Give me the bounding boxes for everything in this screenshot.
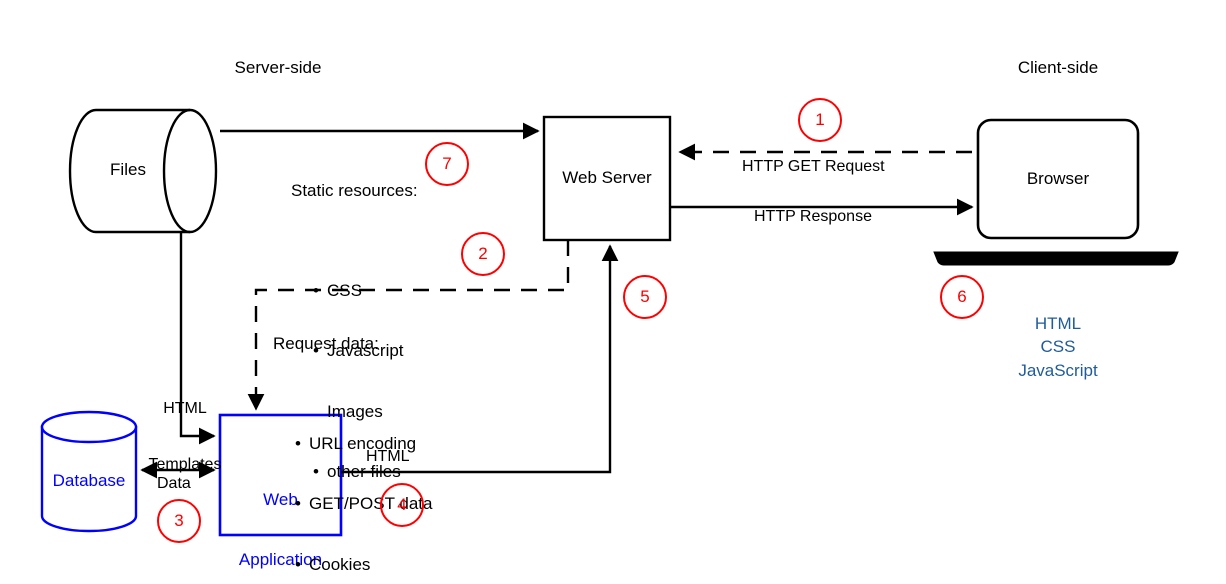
step-badge-2[interactable]: 2 [461, 232, 505, 276]
callout-request-data-heading: Request data: [273, 334, 379, 354]
laptop-base-icon [933, 251, 1179, 266]
edge-label-html-templates-line1: HTML [163, 399, 207, 417]
list-item: URL encoding [295, 434, 473, 454]
client-technology-javascript: JavaScript [1018, 360, 1098, 380]
client-technology-css: CSS [1040, 337, 1076, 357]
node-files-shape[interactable] [68, 108, 218, 234]
list-item: Javascript [313, 341, 461, 361]
edge-html-templates [179, 232, 216, 445]
step-badge-6[interactable]: 6 [940, 275, 984, 319]
node-label-files: Files [110, 160, 146, 179]
step-badge-4[interactable]: 4 [380, 483, 424, 527]
step-badge-1[interactable]: 1 [798, 98, 842, 142]
node-web-server-shape[interactable] [542, 115, 672, 242]
step-badge-3[interactable]: 3 [157, 499, 201, 543]
callout-request-data-list: URL encoding GET/POST data Cookies [273, 394, 473, 584]
step-badge-5[interactable]: 5 [623, 275, 667, 319]
node-label-web-server: Web Server [562, 168, 652, 187]
edge-label-data: Data [157, 475, 191, 492]
callout-request-data: Request data: URL encoding GET/POST data… [273, 294, 473, 584]
step-badge-7[interactable]: 7 [425, 142, 469, 186]
edge-label-html-templates: HTML Templates [138, 362, 232, 513]
client-technologies-list: HTML CSS JavaScript [988, 312, 1128, 382]
client-technology-html: HTML [1034, 314, 1082, 333]
edge-label-html-templates-line2: Templates [148, 456, 222, 474]
list-item: Cookies [295, 555, 473, 575]
list-item: Images [327, 401, 383, 421]
callout-static-resources-heading: Static resources: [291, 181, 418, 201]
node-database-shape[interactable] [40, 410, 138, 533]
edge-label-http-response: HTTP Response [754, 208, 872, 225]
callout-static-resources-list: CSS Javascript Images other files [291, 241, 461, 522]
callout-static-resources: Static resources: CSS Javascript Images … [291, 141, 461, 562]
node-label-database: Database [52, 471, 126, 490]
node-label-web-application-line1: Web [263, 490, 298, 510]
edge-label-http-get-request: HTTP GET Request [742, 158, 885, 175]
zone-title-server-side: Server-side [234, 58, 322, 77]
node-label-browser: Browser [1026, 169, 1090, 188]
node-browser-shape[interactable] [976, 118, 1140, 240]
list-item: CSS [313, 281, 461, 301]
zone-title-client-side: Client-side [1017, 58, 1099, 77]
list-item: other files [313, 462, 461, 482]
